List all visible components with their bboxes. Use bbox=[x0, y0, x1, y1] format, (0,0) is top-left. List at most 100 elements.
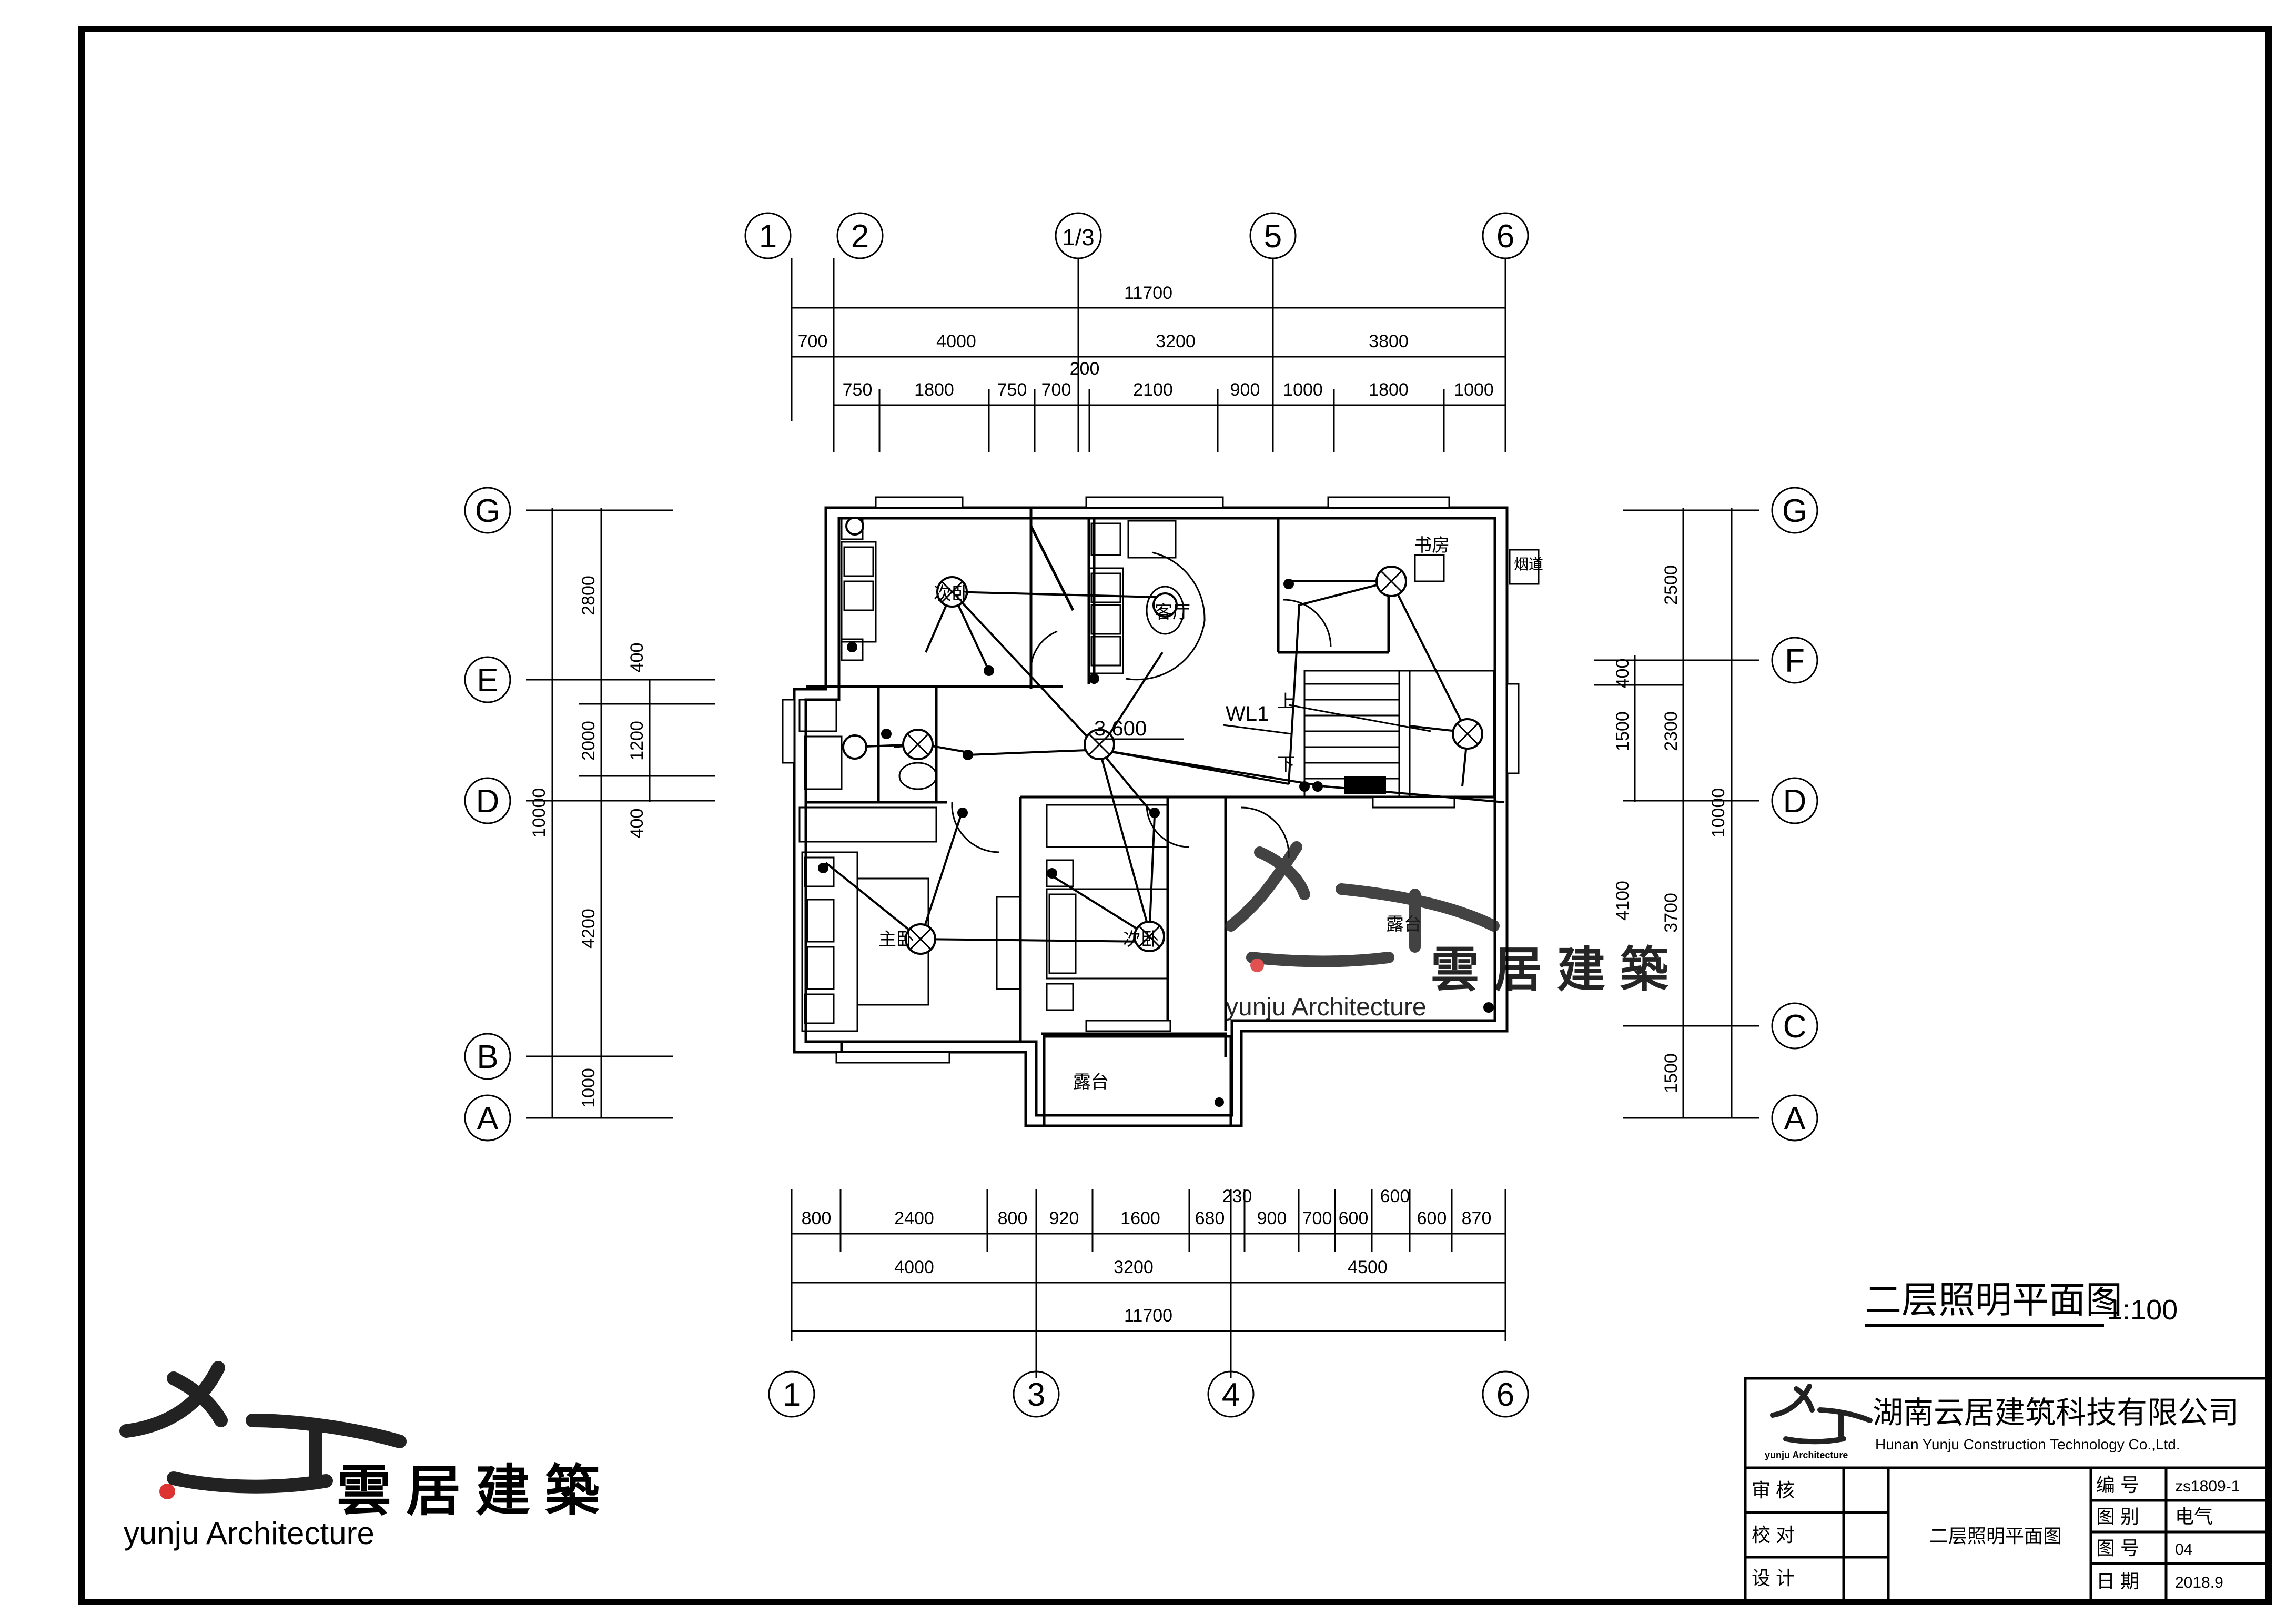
axis-bottom-4: 6 bbox=[1496, 1377, 1514, 1413]
field-label-sheet: 图 号 bbox=[2096, 1537, 2139, 1559]
dim-left-detail-7: 1000 bbox=[579, 1068, 599, 1108]
dim-right-detail-2: 400 bbox=[1613, 659, 1633, 689]
axis-top-3: 1/3 bbox=[1062, 225, 1094, 250]
dim-top-detail-6: 2100 bbox=[1133, 380, 1173, 400]
title-block-logo-mark: yunju Architecture bbox=[1765, 1384, 1873, 1460]
dim-top-axis-1: 700 bbox=[798, 331, 828, 351]
dim-top-total: 11700 bbox=[1124, 283, 1172, 303]
dim-right-detail-1: 2500 bbox=[1661, 565, 1681, 605]
dim-top-axis-3: 3200 bbox=[1156, 331, 1196, 351]
room-label-bedroom-nw: 次卧 bbox=[934, 584, 969, 604]
dim-bottom-detail-8: 900 bbox=[1257, 1208, 1287, 1228]
watermark-roof-mark bbox=[1225, 841, 1500, 967]
company-logo: 雲居建築 yunju Architecture bbox=[119, 1361, 614, 1551]
dim-bottom-axis-3: 4500 bbox=[1348, 1257, 1388, 1277]
drawing-scale: 1:100 bbox=[2107, 1294, 2178, 1326]
axis-left-e: E bbox=[477, 662, 498, 699]
dim-top-axis-2: 4000 bbox=[936, 331, 976, 351]
company-name-en: Hunan Yunju Construction Technology Co.,… bbox=[1875, 1436, 2180, 1452]
dim-left-detail-1: 2800 bbox=[579, 576, 599, 616]
room-label-study: 书房 bbox=[1414, 536, 1450, 556]
dim-top-detail-2: 1800 bbox=[914, 380, 954, 400]
field-label-number: 编 号 bbox=[2096, 1474, 2139, 1496]
field-value-sheet: 04 bbox=[2175, 1541, 2192, 1558]
dim-bottom-detail-11: 600 bbox=[1380, 1186, 1410, 1206]
title-block-drawing-name: 二层照明平面图 bbox=[1929, 1525, 2062, 1547]
level-mark: 3.600 bbox=[1094, 717, 1147, 740]
dim-top-detail-9: 1800 bbox=[1369, 380, 1409, 400]
title-block-logo-caption: yunju Architecture bbox=[1765, 1450, 1848, 1460]
dim-top-detail-5: 200 bbox=[1070, 359, 1100, 379]
axis-right-f: F bbox=[1785, 643, 1805, 679]
axis-right-d: D bbox=[1783, 783, 1807, 820]
right-dimensions bbox=[1594, 508, 1759, 1119]
axis-top-5: 6 bbox=[1496, 218, 1514, 255]
dim-top-detail-3: 750 bbox=[997, 380, 1027, 400]
top-dimensions bbox=[791, 258, 1506, 452]
watermark: 雲居建築 yunju Architecture bbox=[1225, 841, 1683, 1021]
logo-red-dot bbox=[159, 1484, 175, 1499]
dim-bottom-detail-13: 870 bbox=[1462, 1208, 1492, 1228]
dim-bottom-detail-5: 1600 bbox=[1120, 1208, 1160, 1228]
axis-bottom-2: 3 bbox=[1027, 1377, 1045, 1413]
dim-left-detail-2: 400 bbox=[627, 643, 647, 673]
axis-bottom-3: 4 bbox=[1222, 1377, 1240, 1413]
watermark-en: yunju Architecture bbox=[1226, 993, 1427, 1021]
dim-bottom-axis-1: 4000 bbox=[894, 1257, 934, 1277]
dim-bottom-detail-1: 800 bbox=[802, 1208, 832, 1228]
field-value-date: 2018.9 bbox=[2175, 1574, 2223, 1591]
axis-left-b: B bbox=[477, 1039, 498, 1075]
dim-left-detail-3: 2000 bbox=[579, 721, 599, 761]
axis-bottom-1: 1 bbox=[783, 1377, 801, 1413]
dim-right-detail-5: 1500 bbox=[1661, 1053, 1681, 1093]
watermark-red-dot bbox=[1250, 959, 1264, 972]
dim-bottom-detail-2: 2400 bbox=[894, 1208, 934, 1228]
field-value-number: zs1809-1 bbox=[2175, 1478, 2240, 1495]
room-label-master: 主卧 bbox=[878, 930, 914, 950]
axis-left-g: G bbox=[475, 493, 500, 529]
field-value-category: 电气 bbox=[2175, 1506, 2213, 1527]
dim-bottom-detail-10: 600 bbox=[1339, 1208, 1369, 1228]
title-block bbox=[1744, 1377, 2270, 1603]
room-label-flue: 烟道 bbox=[1514, 556, 1543, 572]
dim-left-detail-5: 400 bbox=[627, 809, 647, 839]
dim-top-axis-4: 3800 bbox=[1369, 331, 1409, 351]
bottom-dimensions bbox=[791, 1189, 1506, 1378]
switches bbox=[818, 579, 1494, 1107]
room-label-terrace-s: 露台 bbox=[1073, 1072, 1109, 1092]
circuit-leader bbox=[1222, 724, 1292, 735]
axis-left-d: D bbox=[476, 783, 500, 820]
furniture bbox=[798, 517, 1445, 1032]
role-reviewer: 审 核 bbox=[1752, 1479, 1795, 1501]
dim-left-detail-6: 4200 bbox=[579, 909, 599, 949]
field-label-date: 日 期 bbox=[2096, 1570, 2139, 1592]
dim-bottom-axis-2: 3200 bbox=[1114, 1257, 1154, 1277]
dim-top-detail-1: 750 bbox=[843, 380, 873, 400]
sheet-border bbox=[78, 26, 2272, 1605]
dim-bottom-detail-12: 600 bbox=[1417, 1208, 1447, 1228]
stair-down-label: 下 bbox=[1277, 755, 1295, 775]
dim-left-total: 10000 bbox=[529, 788, 549, 838]
dim-left-detail-4: 1200 bbox=[627, 721, 647, 761]
company-name-cn: 湖南云居建筑科技有限公司 bbox=[1873, 1396, 2239, 1430]
dim-bottom-detail-3: 800 bbox=[998, 1208, 1028, 1228]
dim-top-detail-8: 1000 bbox=[1283, 380, 1323, 400]
dim-bottom-detail-4: 920 bbox=[1049, 1208, 1079, 1228]
dim-top-detail-10: 1000 bbox=[1454, 380, 1494, 400]
dim-bottom-detail-6: 680 bbox=[1195, 1208, 1225, 1228]
drawing-title: 二层照明平面图 bbox=[1865, 1279, 2122, 1320]
circuit-label: WL1 bbox=[1226, 702, 1269, 725]
stair-up-label: 上 bbox=[1277, 692, 1295, 712]
dim-right-detail-4: 4100 bbox=[1613, 881, 1633, 921]
dim-top-detail-7: 900 bbox=[1230, 380, 1260, 400]
dim-bottom-detail-9: 700 bbox=[1302, 1208, 1332, 1228]
dim-right-axis-2: 3700 bbox=[1661, 893, 1681, 933]
watermark-cn: 雲居建築 bbox=[1431, 943, 1683, 997]
axis-right-a: A bbox=[1784, 1101, 1806, 1137]
axis-top-4: 5 bbox=[1264, 218, 1282, 255]
axis-left-a: A bbox=[477, 1101, 499, 1137]
dim-bottom-total: 11700 bbox=[1124, 1306, 1172, 1326]
logo-roof-mark bbox=[119, 1361, 407, 1494]
logo-cn: 雲居建築 bbox=[337, 1461, 614, 1522]
